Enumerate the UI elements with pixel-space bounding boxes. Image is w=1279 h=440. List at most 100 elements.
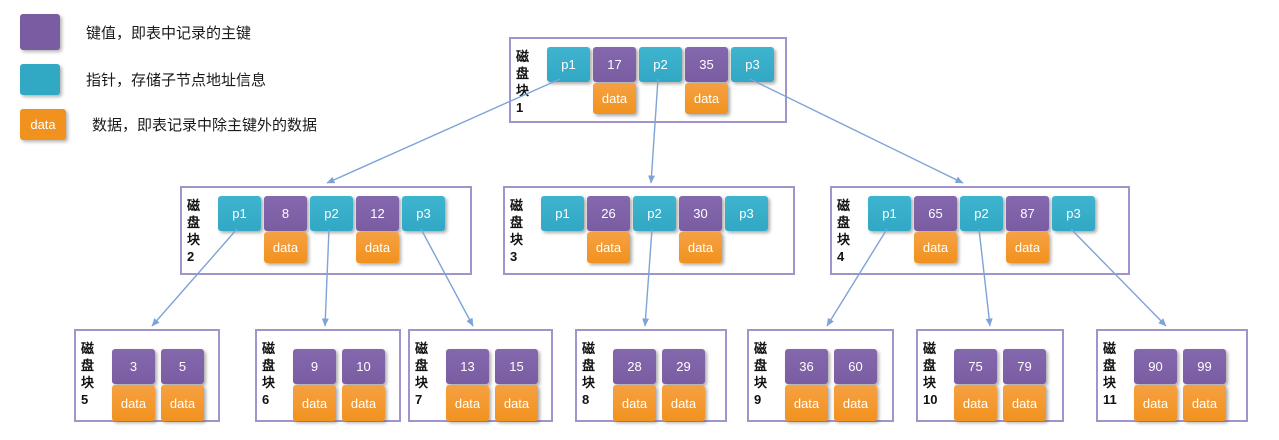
key-column: 13 data	[446, 349, 489, 421]
disk-block-11: 磁盘块 11 90 data 99 data	[1096, 329, 1248, 422]
data-swatch: data	[20, 109, 66, 140]
pointer-cell-p1: p1	[541, 196, 584, 231]
key-column: 26 data	[587, 196, 630, 263]
data-cell: data	[587, 232, 630, 263]
key-cell-99: 99	[1183, 349, 1226, 384]
key-cell-28: 28	[613, 349, 656, 384]
disk-block-4-label: 磁盘块 4	[837, 198, 851, 264]
key-column: 65 data	[914, 196, 957, 263]
legend: 键值，即表中记录的主键 指针，存储子节点地址信息 data 数据，即表记录中除主…	[20, 14, 317, 154]
disk-block-2: 磁盘块 2 p1 8 data p2 12 data p3	[180, 186, 472, 275]
key-cell-12: 12	[356, 196, 399, 231]
data-cell: data	[914, 232, 957, 263]
legend-row-data: data 数据，即表记录中除主键外的数据	[20, 109, 317, 140]
key-column: 79 data	[1003, 349, 1046, 421]
key-column: 87 data	[1006, 196, 1049, 263]
pointer-cell-p3: p3	[731, 47, 774, 82]
disk-block-2-cells: p1 8 data p2 12 data p3	[218, 196, 445, 269]
disk-block-7-label: 磁盘块 7	[415, 341, 429, 407]
data-cell: data	[613, 385, 656, 421]
key-column: 9 data	[293, 349, 336, 421]
pointer-cell-p3: p3	[725, 196, 768, 231]
key-cell-87: 87	[1006, 196, 1049, 231]
key-cell-60: 60	[834, 349, 877, 384]
pointer-cell-p2: p2	[633, 196, 676, 231]
disk-block-5-label: 磁盘块 5	[81, 341, 95, 407]
disk-block-1-label: 磁盘块 1	[516, 49, 530, 115]
pointer-cell-p2: p2	[310, 196, 353, 231]
key-column: 99 data	[1183, 349, 1226, 421]
data-cell: data	[161, 385, 204, 421]
key-cell-13: 13	[446, 349, 489, 384]
data-cell: data	[495, 385, 538, 421]
key-column: 10 data	[342, 349, 385, 421]
disk-block-2-label: 磁盘块 2	[187, 198, 201, 264]
key-column: 5 data	[161, 349, 204, 421]
pointer-cell-p3: p3	[1052, 196, 1095, 231]
key-cell-36: 36	[785, 349, 828, 384]
data-cell: data	[785, 385, 828, 421]
key-column: 29 data	[662, 349, 705, 421]
disk-block-10: 磁盘块 10 75 data 79 data	[916, 329, 1064, 422]
disk-block-1: 磁盘块 1 p1 17 data p2 35 data p3	[509, 37, 787, 123]
disk-block-6: 磁盘块 6 9 data 10 data	[255, 329, 401, 422]
disk-block-1-cells: p1 17 data p2 35 data p3	[547, 47, 774, 117]
legend-row-key: 键值，即表中记录的主键	[20, 14, 317, 50]
disk-block-4: 磁盘块 4 p1 65 data p2 87 data p3	[830, 186, 1130, 275]
data-cell: data	[954, 385, 997, 421]
pointer-cell-p1: p1	[868, 196, 911, 231]
key-cell-17: 17	[593, 47, 636, 82]
pointer-swatch	[20, 64, 60, 95]
data-cell: data	[112, 385, 155, 421]
key-column: 90 data	[1134, 349, 1177, 421]
legend-row-pointer: 指针，存储子节点地址信息	[20, 64, 317, 95]
key-cell-29: 29	[662, 349, 705, 384]
key-cell-15: 15	[495, 349, 538, 384]
disk-block-5-cells: 3 data 5 data	[112, 349, 204, 421]
pointer-cell-p1: p1	[547, 47, 590, 82]
key-column: 15 data	[495, 349, 538, 421]
key-column: 35 data	[685, 47, 728, 114]
data-cell: data	[834, 385, 877, 421]
key-column: 28 data	[613, 349, 656, 421]
key-cell-35: 35	[685, 47, 728, 82]
key-cell-3: 3	[112, 349, 155, 384]
data-cell: data	[293, 385, 336, 421]
data-cell: data	[593, 83, 636, 114]
disk-block-8-label: 磁盘块 8	[582, 341, 596, 407]
disk-block-11-label: 磁盘块 11	[1103, 341, 1117, 407]
key-cell-90: 90	[1134, 349, 1177, 384]
data-cell: data	[662, 385, 705, 421]
data-cell: data	[264, 232, 307, 263]
key-column: 12 data	[356, 196, 399, 263]
disk-block-3: 磁盘块 3 p1 26 data p2 30 data p3	[503, 186, 795, 275]
pointer-cell-p2: p2	[639, 47, 682, 82]
disk-block-9: 磁盘块 9 36 data 60 data	[747, 329, 894, 422]
disk-block-3-cells: p1 26 data p2 30 data p3	[541, 196, 768, 269]
data-cell: data	[1003, 385, 1046, 421]
disk-block-5: 磁盘块 5 3 data 5 data	[74, 329, 220, 422]
pointer-cell-p1: p1	[218, 196, 261, 231]
pointer-cell-p3: p3	[402, 196, 445, 231]
data-cell: data	[1006, 232, 1049, 263]
disk-block-7: 磁盘块 7 13 data 15 data	[408, 329, 553, 422]
key-cell-10: 10	[342, 349, 385, 384]
key-cell-79: 79	[1003, 349, 1046, 384]
legend-key-text: 键值，即表中记录的主键	[86, 24, 252, 42]
key-column: 8 data	[264, 196, 307, 263]
legend-data-text: 数据，即表记录中除主键外的数据	[92, 117, 318, 134]
disk-block-6-label: 磁盘块 6	[262, 341, 276, 407]
disk-block-4-cells: p1 65 data p2 87 data p3	[868, 196, 1095, 269]
disk-block-7-cells: 13 data 15 data	[446, 349, 538, 421]
pointer-cell-p2: p2	[960, 196, 1003, 231]
key-column: 75 data	[954, 349, 997, 421]
key-cell-30: 30	[679, 196, 722, 231]
disk-block-11-cells: 90 data 99 data	[1134, 349, 1226, 421]
key-column: 36 data	[785, 349, 828, 421]
key-column: 30 data	[679, 196, 722, 263]
key-swatch	[20, 14, 60, 50]
legend-pointer-text: 指针，存储子节点地址信息	[86, 72, 267, 89]
key-column: 17 data	[593, 47, 636, 114]
key-cell-8: 8	[264, 196, 307, 231]
